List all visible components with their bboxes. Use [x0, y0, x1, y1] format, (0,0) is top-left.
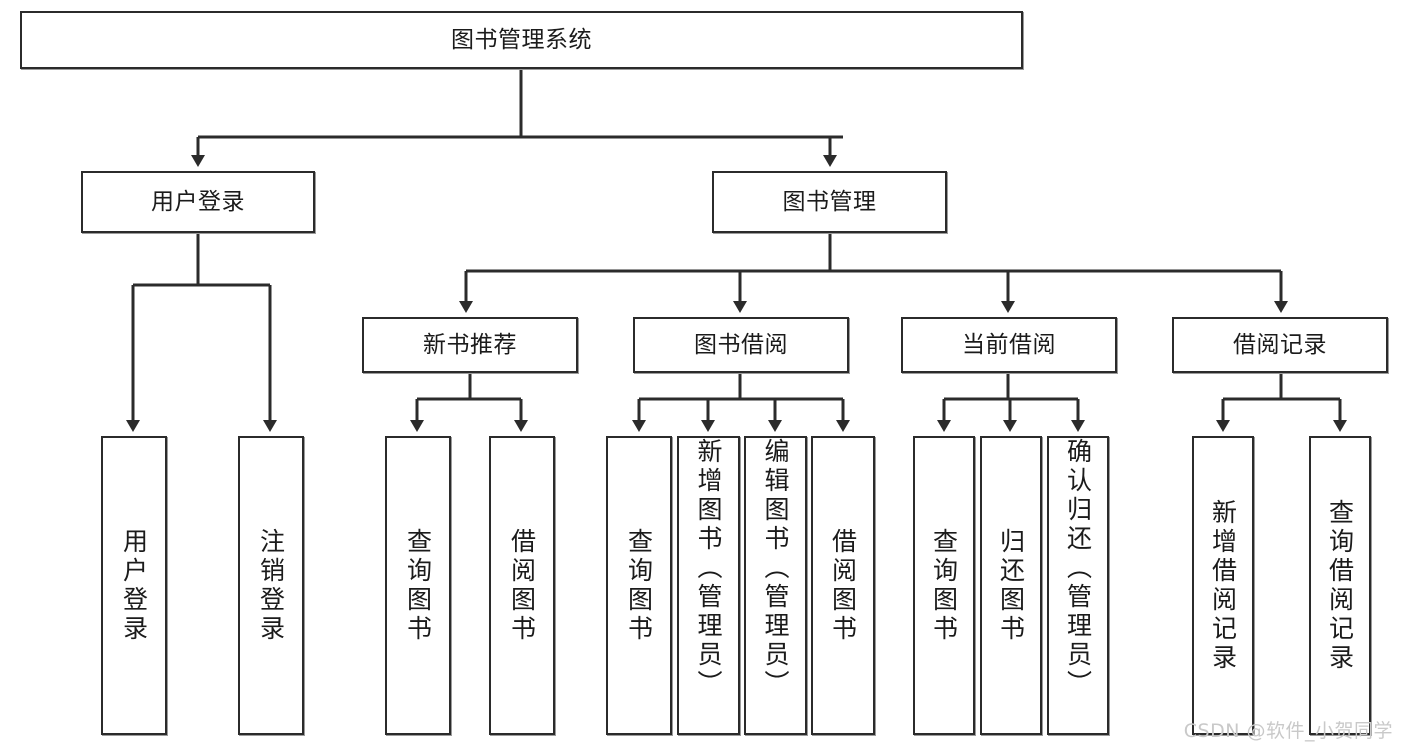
leaf-query-book-recommend[interactable]: 查询图书	[385, 436, 451, 735]
leaf-confirm-return-admin[interactable]: 确认归还（管理员）	[1047, 436, 1109, 735]
node-current-borrow[interactable]: 当前借阅	[901, 317, 1117, 373]
leaf-user-login[interactable]: 用户登录	[101, 436, 167, 735]
node-borrow-record[interactable]: 借阅记录	[1172, 317, 1388, 373]
leaf-logout-login[interactable]: 注销登录	[238, 436, 304, 735]
leaf-add-book-admin[interactable]: 新增图书（管理员）	[677, 436, 740, 735]
node-label: 查询图书	[624, 527, 654, 644]
node-user-login[interactable]: 用户登录	[81, 171, 315, 233]
leaf-query-borrow-record[interactable]: 查询借阅记录	[1309, 436, 1371, 735]
node-label: 图书管理系统	[451, 26, 592, 53]
node-root-system[interactable]: 图书管理系统	[20, 11, 1023, 69]
node-book-borrow[interactable]: 图书借阅	[633, 317, 849, 373]
node-label: 注销登录	[256, 527, 286, 644]
node-new-book-recommend[interactable]: 新书推荐	[362, 317, 578, 373]
node-label: 图书管理	[782, 188, 877, 215]
leaf-borrow-book[interactable]: 借阅图书	[811, 436, 875, 735]
leaf-edit-book-admin[interactable]: 编辑图书（管理员）	[744, 436, 807, 735]
node-label: 借阅图书	[507, 527, 537, 644]
node-label: 用户登录	[119, 527, 149, 644]
node-label: 查询图书	[929, 527, 959, 644]
node-label: 确认归还（管理员）	[1063, 438, 1093, 699]
node-label: 查询借阅记录	[1325, 498, 1355, 673]
node-label: 新书推荐	[423, 331, 517, 358]
node-label: 用户登录	[151, 188, 245, 215]
leaf-borrow-book-recommend[interactable]: 借阅图书	[489, 436, 555, 735]
node-label: 编辑图书（管理员）	[761, 438, 790, 699]
leaf-return-book[interactable]: 归还图书	[980, 436, 1042, 735]
leaf-add-borrow-record[interactable]: 新增借阅记录	[1192, 436, 1254, 735]
node-label: 归还图书	[996, 527, 1026, 644]
node-label: 当前借阅	[962, 331, 1056, 358]
node-label: 借阅记录	[1233, 331, 1327, 358]
node-label: 新增借阅记录	[1208, 498, 1238, 673]
node-label: 查询图书	[403, 527, 433, 644]
node-label: 借阅图书	[828, 527, 858, 644]
node-label: 新增图书（管理员）	[694, 438, 723, 699]
leaf-query-book-current[interactable]: 查询图书	[913, 436, 975, 735]
leaf-query-book-borrow[interactable]: 查询图书	[606, 436, 672, 735]
node-book-management[interactable]: 图书管理	[712, 171, 947, 233]
node-label: 图书借阅	[694, 331, 788, 358]
